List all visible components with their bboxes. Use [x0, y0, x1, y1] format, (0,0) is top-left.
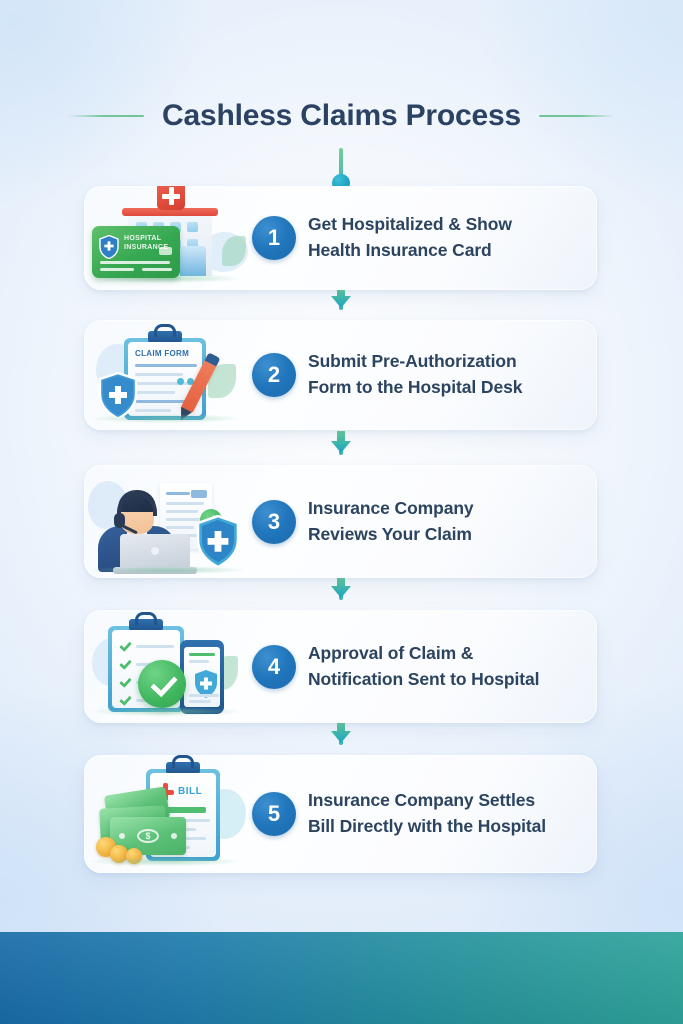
step-1-line-2: Health Insurance Card [308, 240, 492, 260]
step-5-line-1: Insurance Company Settles [308, 790, 536, 811]
shield-plus-icon [99, 235, 119, 259]
hospital-roof-icon [122, 208, 218, 216]
step-1-illustration: HOSPITAL INSURANCE [84, 186, 252, 290]
headset-earcup-icon [114, 513, 125, 528]
bottom-color-bar [0, 932, 683, 1024]
shield-plus-icon [196, 515, 240, 569]
shield-plus-icon [195, 670, 217, 698]
arrow-down-icon-2 [331, 431, 351, 453]
step-4-text: Approval of Claim & Notification Sent to… [308, 641, 553, 693]
step-3-line-2: Reviews Your Claim [308, 523, 472, 544]
step-2-line-2: Form to the Hospital Desk [308, 377, 523, 397]
step-1-text: Get Hospitalized & Show Health Insurance… [308, 212, 526, 264]
bill-label: BILL [178, 786, 203, 797]
step-number-badge-3: 3 [252, 499, 296, 544]
step-3-text: Insurance Company Reviews Your Claim [308, 496, 488, 548]
step-2-illustration: CLAIM FORM [84, 320, 252, 430]
step-4-line-1: Approval of Claim & [308, 642, 474, 663]
laptop-icon [113, 534, 197, 574]
step-number-badge-1: 1 [252, 216, 296, 260]
step-5-text: Insurance Company Settles Bill Directly … [308, 788, 560, 840]
step-2-text: Submit Pre-Authorization Form to the Hos… [308, 349, 536, 401]
step-4-line-2: Notification Sent to Hospital [308, 668, 540, 689]
health-insurance-card-icon: HOSPITAL INSURANCE [92, 226, 180, 278]
approved-check-circle-icon [138, 660, 186, 708]
step-card-1[interactable]: HOSPITAL INSURANCE 1 Get Hospitalized & … [84, 186, 597, 290]
clipboard-clip-icon [166, 762, 200, 774]
mobile-phone-icon [180, 640, 224, 714]
step-3-illustration [84, 465, 252, 578]
title-rule-left-icon [68, 115, 145, 117]
step-card-2[interactable]: CLAIM FORM [84, 320, 597, 430]
step-number-badge-4: 4 [252, 644, 296, 689]
arrow-down-icon-4 [331, 721, 351, 743]
headset-icon [117, 492, 157, 516]
step-1-line-1: Get Hospitalized & Show [308, 214, 512, 235]
check-mark-icon [119, 639, 132, 652]
title-rule-right-icon [538, 115, 615, 117]
shield-plus-icon [98, 372, 138, 420]
claim-form-title: CLAIM FORM [135, 349, 190, 358]
insurance-card-label: HOSPITAL INSURANCE [124, 235, 169, 251]
step-5-line-2: Bill Directly with the Hospital [308, 816, 547, 836]
arrow-down-icon-1 [331, 286, 351, 308]
check-mark-icon [119, 693, 132, 706]
red-cross-sign-icon [157, 186, 185, 210]
step-4-illustration [84, 610, 252, 723]
step-card-4[interactable]: 4 Approval of Claim & Notification Sent … [84, 610, 597, 723]
step-number-badge-2: 2 [252, 353, 296, 397]
arrow-down-icon-3 [331, 576, 351, 598]
clipboard-clip-icon [148, 331, 182, 343]
step-card-5[interactable]: BILL $ [84, 755, 597, 873]
check-mark-icon [119, 657, 132, 670]
clipboard-clip-icon [129, 619, 163, 631]
step-number-badge-5: 5 [252, 792, 296, 836]
poster-title-row: Cashless Claims Process [0, 99, 683, 133]
check-mark-icon [119, 675, 132, 688]
step-card-3[interactable]: 3 Insurance Company Reviews Your Claim [84, 465, 597, 578]
hospital-door-icon [180, 246, 206, 276]
step-5-illustration: BILL $ [84, 755, 252, 873]
step-2-line-1: Submit Pre-Authorization [308, 351, 517, 372]
connector-segment-intro [339, 148, 343, 188]
step-3-line-1: Insurance Company [308, 497, 474, 518]
page-title: Cashless Claims Process [162, 99, 521, 132]
